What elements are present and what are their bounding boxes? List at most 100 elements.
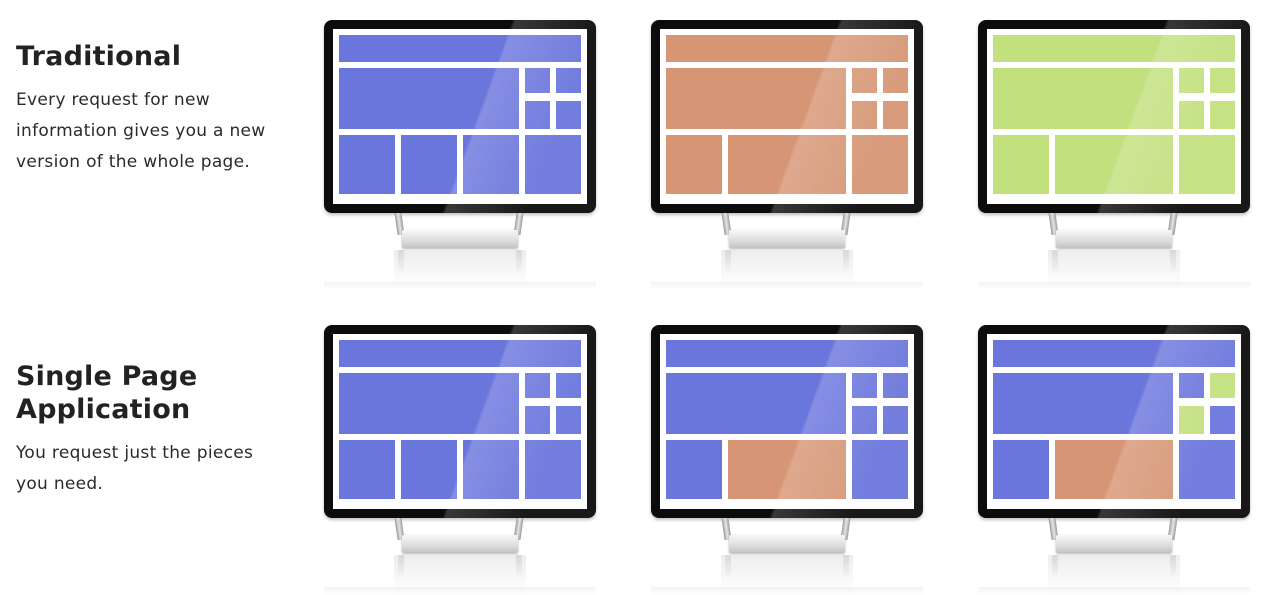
monitor-screen xyxy=(987,29,1241,204)
screen-small-block xyxy=(1210,101,1235,129)
screen-main-block xyxy=(666,68,846,129)
monitor-illustration xyxy=(324,20,596,290)
spa-description: You request just the pieces you need. xyxy=(16,438,301,500)
screen-bottom-block xyxy=(728,135,846,194)
screen-small-block xyxy=(556,406,581,434)
monitor-bezel xyxy=(978,20,1250,213)
floor-shadow xyxy=(651,587,923,595)
screen-bottom-block xyxy=(728,440,846,499)
traditional-section: Traditional Every request for new inform… xyxy=(16,20,1250,290)
monitor-screen xyxy=(660,334,914,509)
monitor-stand-base xyxy=(402,230,518,248)
spa-heading: Single Page Application xyxy=(16,360,301,426)
screen-small-block xyxy=(883,406,908,434)
monitor-screen xyxy=(987,334,1241,509)
spa-heading-line: Application xyxy=(16,394,191,425)
traditional-description-line: information gives you a new xyxy=(16,121,266,141)
traditional-heading: Traditional xyxy=(16,41,182,72)
screen-header-block xyxy=(993,35,1235,62)
reflection-leg xyxy=(1052,555,1058,579)
screen-small-block xyxy=(556,101,581,129)
reflection-leg xyxy=(725,555,731,579)
monitor-screen xyxy=(660,29,914,204)
monitor-illustration xyxy=(978,20,1250,290)
monitor-illustration xyxy=(651,20,923,290)
screen-main-block xyxy=(666,373,846,434)
screen-bottom-block xyxy=(852,440,908,499)
screen-small-block xyxy=(525,373,550,398)
reflection-leg xyxy=(516,555,522,579)
stand-reflection xyxy=(394,250,526,288)
screen-small-block xyxy=(525,406,550,434)
screen-bottom-block xyxy=(401,135,457,194)
screen-small-block xyxy=(883,373,908,398)
screen-small-block xyxy=(883,101,908,129)
screen-bottom-block xyxy=(1179,440,1235,499)
screen-small-block xyxy=(556,373,581,398)
screen-bottom-block xyxy=(666,135,722,194)
reflection-leg xyxy=(1170,250,1176,274)
screen-header-block xyxy=(666,340,908,367)
monitor-illustration xyxy=(324,325,596,595)
monitor-bezel xyxy=(324,20,596,213)
screen-header-block xyxy=(339,340,581,367)
monitor-illustration xyxy=(978,325,1250,595)
monitor-stand-base xyxy=(402,535,518,553)
screen-small-block xyxy=(1179,406,1204,434)
screen-small-block xyxy=(525,68,550,93)
monitor-stand-base xyxy=(729,535,845,553)
screen-header-block xyxy=(666,35,908,62)
screen-small-block xyxy=(556,68,581,93)
monitor-bezel xyxy=(651,325,923,518)
screen-bottom-block xyxy=(993,135,1049,194)
screen-small-block xyxy=(525,101,550,129)
spa-heading-line: Single Page xyxy=(16,361,198,392)
reflection-leg xyxy=(843,555,849,579)
screen-bottom-block xyxy=(1179,135,1235,194)
monitor-illustration xyxy=(651,325,923,595)
screen-bottom-block xyxy=(463,440,519,499)
screen-bottom-block xyxy=(463,135,519,194)
screen-header-block xyxy=(339,35,581,62)
traditional-text: Traditional Every request for new inform… xyxy=(16,40,301,178)
screen-small-block xyxy=(1210,373,1235,398)
monitor-screen xyxy=(333,29,587,204)
screen-small-block xyxy=(1179,68,1204,93)
stand-reflection xyxy=(721,555,853,593)
screen-main-block xyxy=(339,373,519,434)
screen-main-block xyxy=(993,68,1173,129)
screen-header-block xyxy=(993,340,1235,367)
screen-bottom-block xyxy=(525,440,581,499)
monitor-stand-base xyxy=(1056,230,1172,248)
reflection-leg xyxy=(843,250,849,274)
screen-bottom-block xyxy=(339,440,395,499)
floor-shadow xyxy=(978,282,1250,290)
monitor-bezel xyxy=(978,325,1250,518)
monitor-bezel xyxy=(324,325,596,518)
screen-small-block xyxy=(1210,68,1235,93)
screen-small-block xyxy=(852,406,877,434)
screen-small-block xyxy=(1179,101,1204,129)
screen-small-block xyxy=(852,68,877,93)
reflection-leg xyxy=(398,250,404,274)
screen-small-block xyxy=(1179,373,1204,398)
screen-main-block xyxy=(993,373,1173,434)
traditional-description-line: Every request for new xyxy=(16,90,210,110)
screen-small-block xyxy=(883,68,908,93)
reflection-leg xyxy=(1052,250,1058,274)
floor-shadow xyxy=(651,282,923,290)
traditional-description: Every request for new information gives … xyxy=(16,85,301,178)
screen-bottom-block xyxy=(993,440,1049,499)
floor-shadow xyxy=(324,282,596,290)
monitor-bezel xyxy=(651,20,923,213)
reflection-leg xyxy=(398,555,404,579)
reflection-leg xyxy=(516,250,522,274)
monitor-screen xyxy=(333,334,587,509)
monitor-stand-base xyxy=(1056,535,1172,553)
stand-reflection xyxy=(1048,555,1180,593)
reflection-leg xyxy=(725,250,731,274)
screen-bottom-block xyxy=(1055,135,1173,194)
spa-description-line: you need. xyxy=(16,474,104,494)
reflection-leg xyxy=(1170,555,1176,579)
stand-reflection xyxy=(1048,250,1180,288)
